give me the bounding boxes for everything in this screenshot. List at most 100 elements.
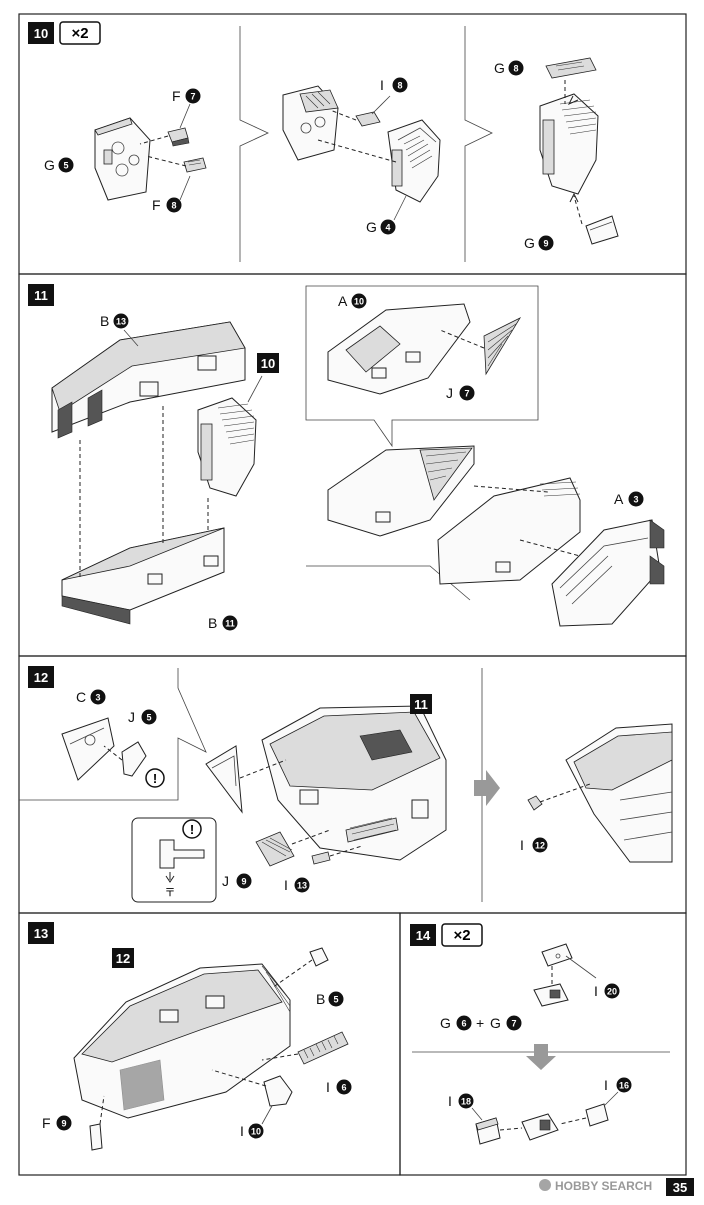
step10-divider-1	[239, 26, 269, 262]
label-j7: J 7	[446, 385, 475, 401]
watermark: HOBBY SEARCH	[539, 1179, 652, 1193]
cut-mark: 〒	[165, 887, 176, 899]
step14-center-assembly	[521, 1113, 559, 1141]
label-i13: I 13	[284, 877, 310, 893]
svg-text:A: A	[614, 491, 624, 507]
leader-i20	[565, 955, 597, 979]
label-g8: G 8	[494, 60, 524, 76]
svg-text:10: 10	[354, 297, 364, 307]
svg-text:9: 9	[543, 239, 548, 249]
svg-text:20: 20	[607, 987, 617, 997]
svg-text:A: A	[338, 293, 348, 309]
svg-text:B: B	[100, 313, 109, 329]
step10-number: 10	[34, 26, 48, 41]
step13-guide-f9	[99, 1095, 105, 1125]
svg-text:8: 8	[171, 201, 176, 211]
svg-text:11: 11	[34, 288, 48, 303]
svg-text:4: 4	[385, 223, 390, 233]
label-i8: I 8	[380, 77, 408, 93]
step12-header: 12	[28, 666, 54, 688]
step11-part-j7	[483, 317, 522, 376]
svg-text:3: 3	[633, 495, 638, 505]
watermark-text: HOBBY SEARCH	[555, 1179, 652, 1193]
svg-text:7: 7	[511, 1019, 516, 1029]
leader-i8	[371, 95, 391, 115]
label-i16: I 16	[604, 1077, 632, 1093]
label-i6: I 6	[326, 1079, 352, 1095]
leader-g4	[393, 195, 407, 221]
step10-multiplier-box	[59, 21, 101, 45]
label-j9: J 9	[222, 873, 252, 889]
svg-text:35: 35	[673, 1180, 687, 1195]
svg-text:8: 8	[397, 81, 402, 91]
label-c3: C 3	[76, 689, 106, 705]
step13-guide-b5	[271, 959, 313, 989]
label-f9: F 9	[42, 1115, 72, 1131]
leader-b13	[123, 329, 139, 347]
step10-guide-f8	[145, 155, 187, 167]
svg-text:F: F	[42, 1115, 51, 1131]
svg-text:G: G	[44, 157, 55, 173]
step11-part-b13	[51, 321, 246, 439]
svg-text:9: 9	[61, 1119, 66, 1129]
label-i10: I 10	[240, 1123, 264, 1139]
step11-detail-pointer	[306, 565, 471, 601]
svg-text:7: 7	[464, 389, 469, 399]
label-a10: A 10	[338, 293, 367, 309]
svg-text:G: G	[366, 219, 377, 235]
step10-sub2-block	[282, 85, 339, 161]
leader-f7	[179, 103, 191, 129]
svg-text:7: 7	[190, 92, 195, 102]
warning-mark-1: !	[145, 768, 165, 788]
step10-part-f7	[167, 127, 190, 147]
step13-part-b5	[309, 947, 329, 967]
svg-text:11: 11	[414, 697, 428, 712]
label-i18: I 18	[448, 1093, 474, 1109]
svg-text:14: 14	[416, 928, 431, 943]
label-g9: G 9	[524, 235, 554, 251]
svg-text:G: G	[490, 1015, 501, 1031]
warning-mark-2: !	[190, 822, 194, 837]
leader-i16	[603, 1091, 619, 1107]
step12-main-body	[261, 705, 447, 861]
svg-text:6: 6	[341, 1083, 346, 1093]
step13-guide-i6	[261, 1053, 299, 1061]
label-j5: J 5	[128, 709, 157, 725]
svg-text:13: 13	[34, 926, 48, 941]
step10-part-g9	[585, 215, 619, 245]
svg-text:10: 10	[251, 1127, 261, 1137]
step14-panel	[399, 912, 687, 1176]
step14-part-i16	[585, 1103, 609, 1127]
step10-part-g8	[545, 57, 597, 79]
svg-text:!: !	[153, 771, 157, 786]
step14-part-i18	[475, 1117, 501, 1145]
label-b5: B 5	[316, 991, 344, 1007]
svg-text:12: 12	[116, 951, 130, 966]
step12-part-i13	[311, 851, 331, 865]
step13-part-f9	[89, 1123, 103, 1151]
svg-text:5: 5	[333, 995, 338, 1005]
step11-left-half	[327, 445, 475, 537]
step13-guide-i10	[211, 1069, 267, 1087]
svg-text:+: +	[476, 1015, 484, 1031]
label-g5: G 5	[44, 157, 74, 173]
step14-guide-i18	[499, 1127, 523, 1131]
svg-text:9: 9	[241, 877, 246, 887]
svg-text:F: F	[152, 197, 161, 213]
step12-triangle-part	[205, 745, 243, 814]
ref-11: 11	[410, 694, 432, 714]
step11-assembly-10	[197, 397, 257, 497]
step12-part-c3	[61, 717, 115, 781]
step12-part-i12	[527, 795, 543, 811]
svg-text:6: 6	[461, 1019, 466, 1029]
svg-text:B: B	[316, 991, 325, 1007]
step12-closeup	[565, 723, 673, 863]
step11-part-b11	[61, 527, 225, 625]
leader-i18	[471, 1107, 483, 1121]
svg-text:G: G	[524, 235, 535, 251]
step11-part-a10	[327, 303, 471, 395]
ref-10: 10	[257, 353, 279, 373]
step11-detail-box	[305, 285, 539, 448]
svg-text:I: I	[326, 1079, 330, 1095]
